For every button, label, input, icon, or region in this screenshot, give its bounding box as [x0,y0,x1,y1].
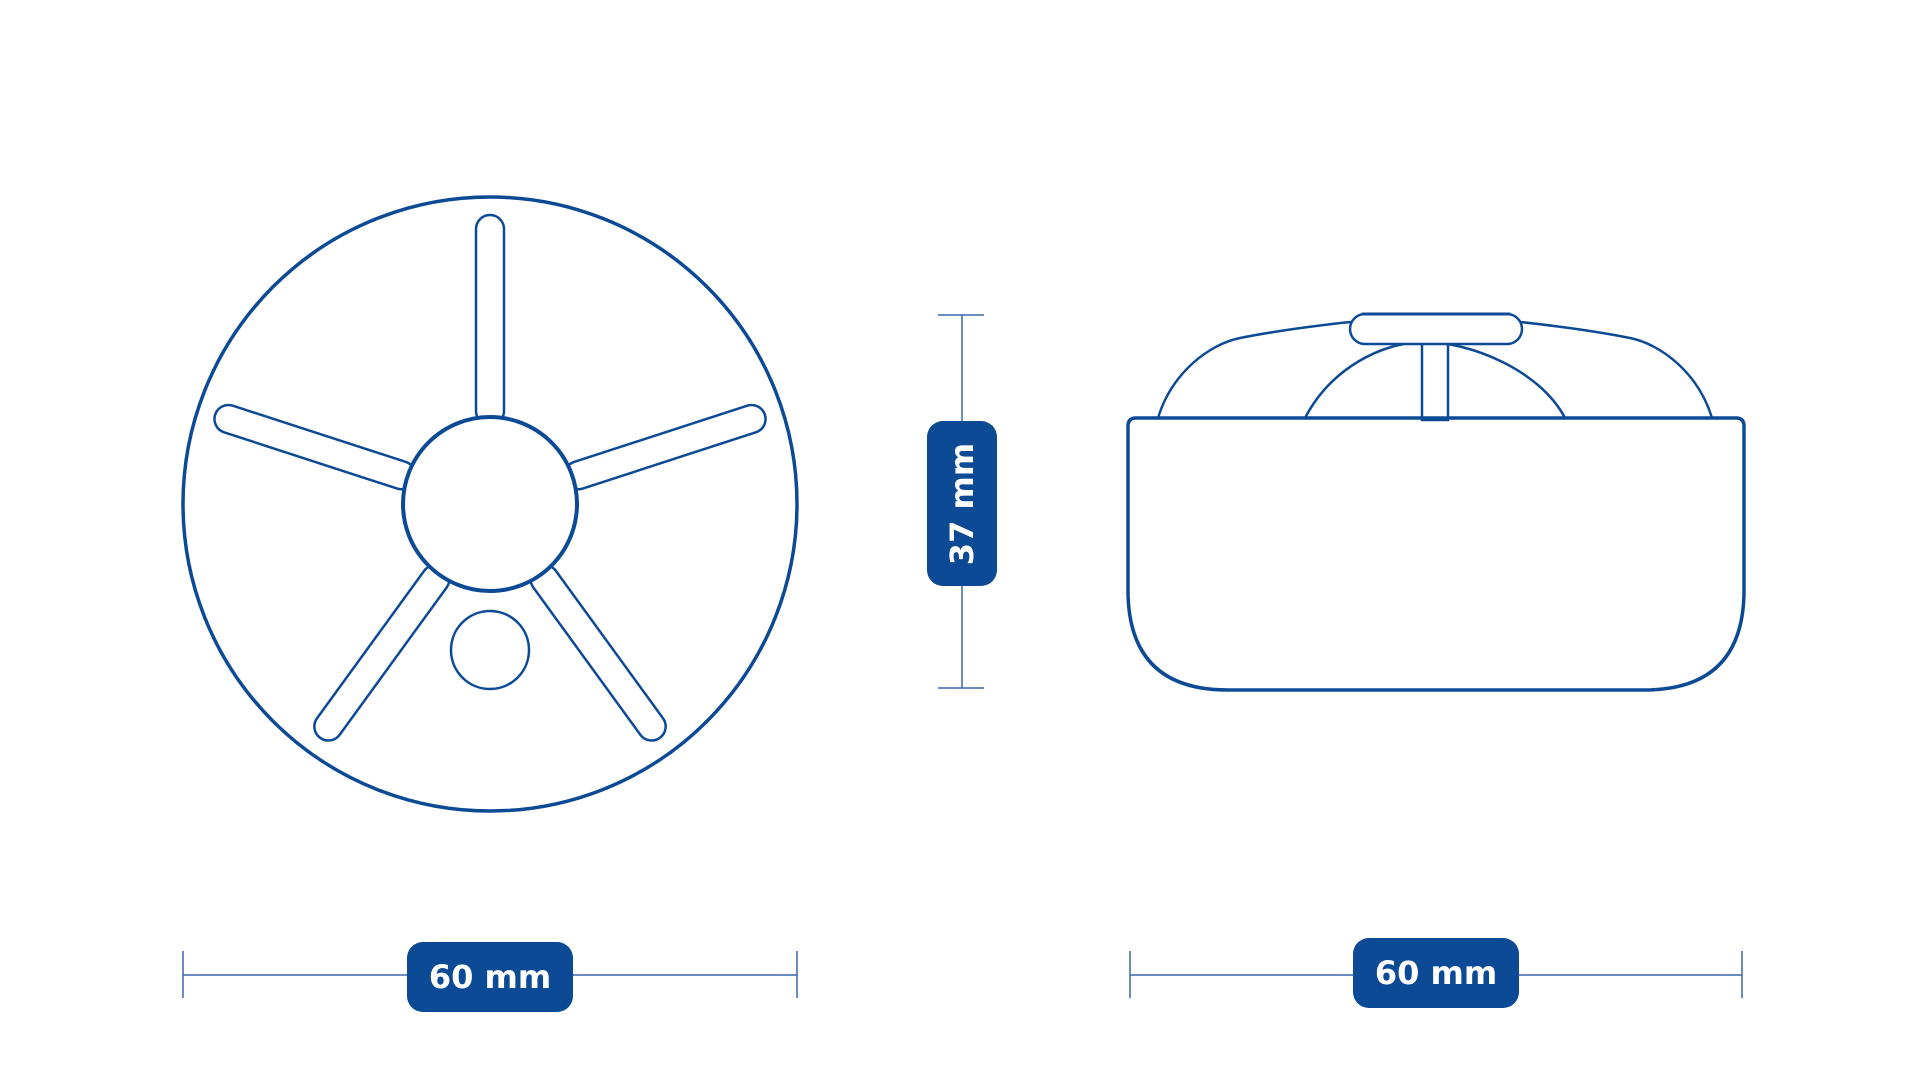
small-hole [449,609,531,691]
dimension-side-width: 60 mm [1129,938,1743,1008]
side-view-body [1126,416,1746,692]
top-view [181,195,799,813]
spoke-up [474,213,506,427]
center-hub [401,415,579,593]
dimension-badge [1353,938,1519,1008]
side-view-stem [1420,338,1450,422]
dimension-label-side-width: 60 mm [1375,954,1497,992]
dimension-side-height: 37 mm [927,314,997,689]
dimension-badge [927,421,997,586]
side-view-handle-bar [1348,312,1524,346]
dimension-top-width: 60 mm [182,942,798,1012]
side-view [1126,312,1746,692]
dimension-badge [407,942,573,1012]
side-view-top-dome [1156,320,1714,419]
spoke-right [563,403,767,491]
spoke-left [213,403,417,491]
spoke-lower-left [313,563,451,742]
dimension-label-top-width: 60 mm [429,958,551,996]
top-view-outer-rim [181,195,799,813]
dimension-label-side-height: 37 mm [943,443,981,565]
spoke-lower-right [529,563,667,742]
side-view-inner-arch [1303,340,1567,419]
